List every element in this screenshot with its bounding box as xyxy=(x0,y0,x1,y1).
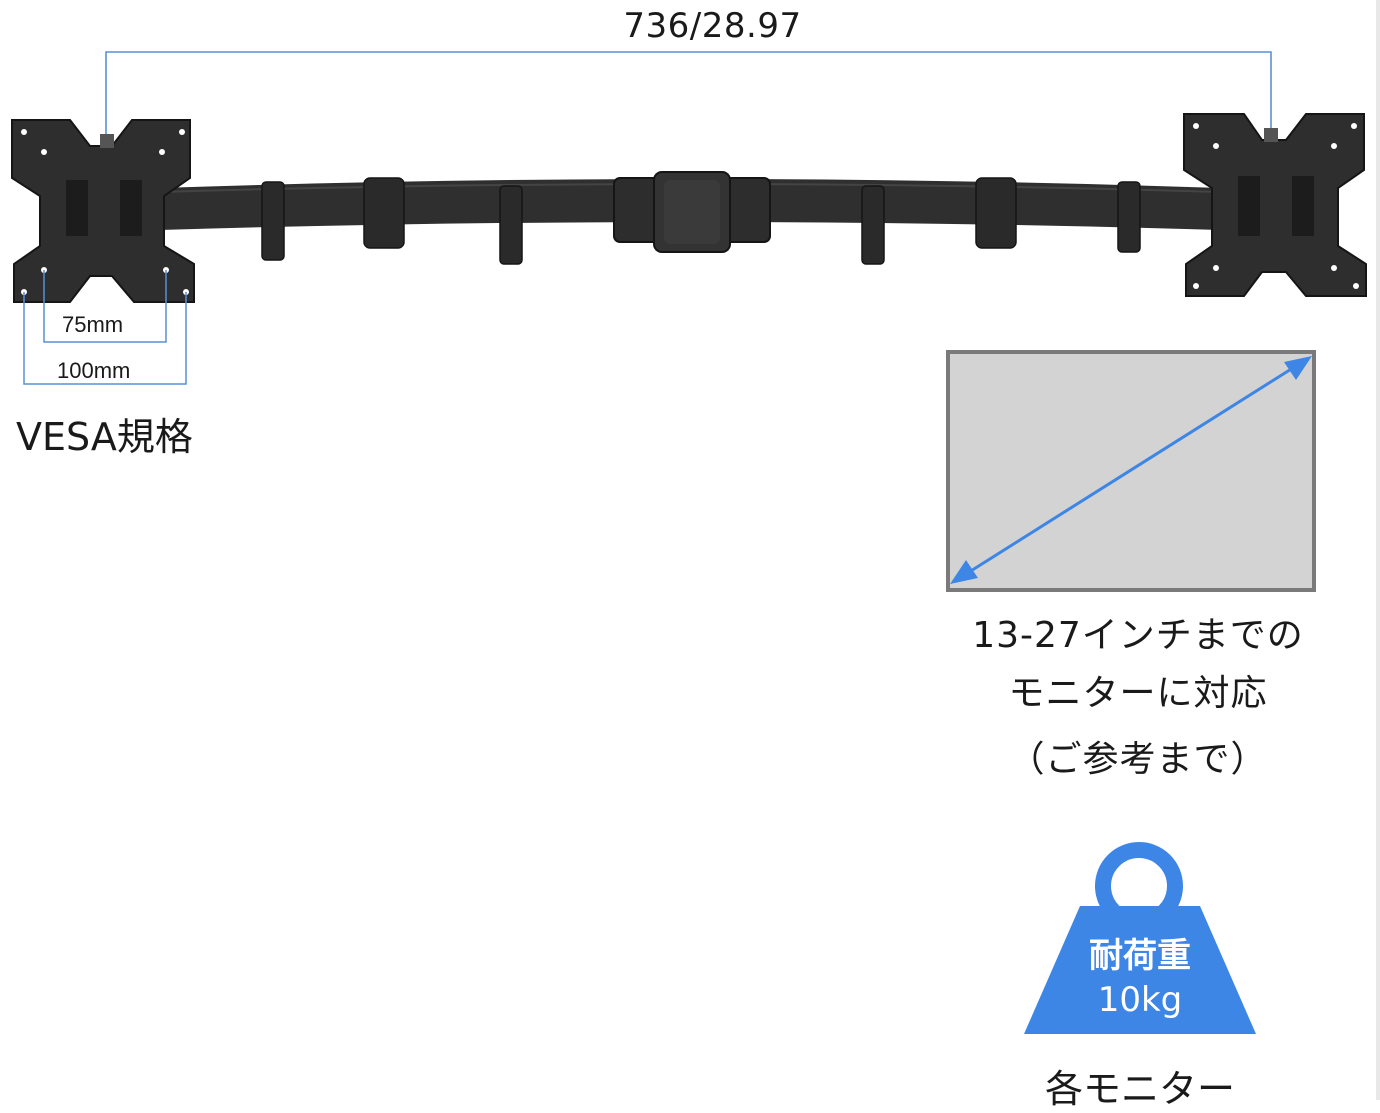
vesa-dimension-lines xyxy=(23,270,187,385)
right-vesa-plate xyxy=(1183,113,1367,297)
vesa-title: VESA規格 xyxy=(16,415,193,459)
monitor-size-line-2: モニターに対応 xyxy=(1008,673,1268,714)
arm-joints xyxy=(261,177,1141,265)
load-caption: 各モニター xyxy=(1044,1067,1235,1111)
center-pivot xyxy=(613,171,771,253)
monitor-size-line-1: 13-27インチまでの xyxy=(972,615,1304,656)
load-label: 耐荷重 xyxy=(1089,936,1191,976)
monitor-size-line-3: （ご参考まで） xyxy=(1008,739,1268,780)
span-dimension-label: 736/28.97 xyxy=(623,6,802,46)
load-value: 10kg xyxy=(1097,980,1183,1020)
left-vesa-plate xyxy=(11,119,195,303)
page-edge xyxy=(1376,0,1380,1100)
weight-icon xyxy=(1024,842,1256,1034)
vesa-outer-size-label: 100mm xyxy=(57,358,131,383)
monitor-screen-illustration xyxy=(946,350,1316,592)
span-dimension-bracket xyxy=(105,51,1272,140)
vesa-inner-size-label: 75mm xyxy=(62,312,124,337)
